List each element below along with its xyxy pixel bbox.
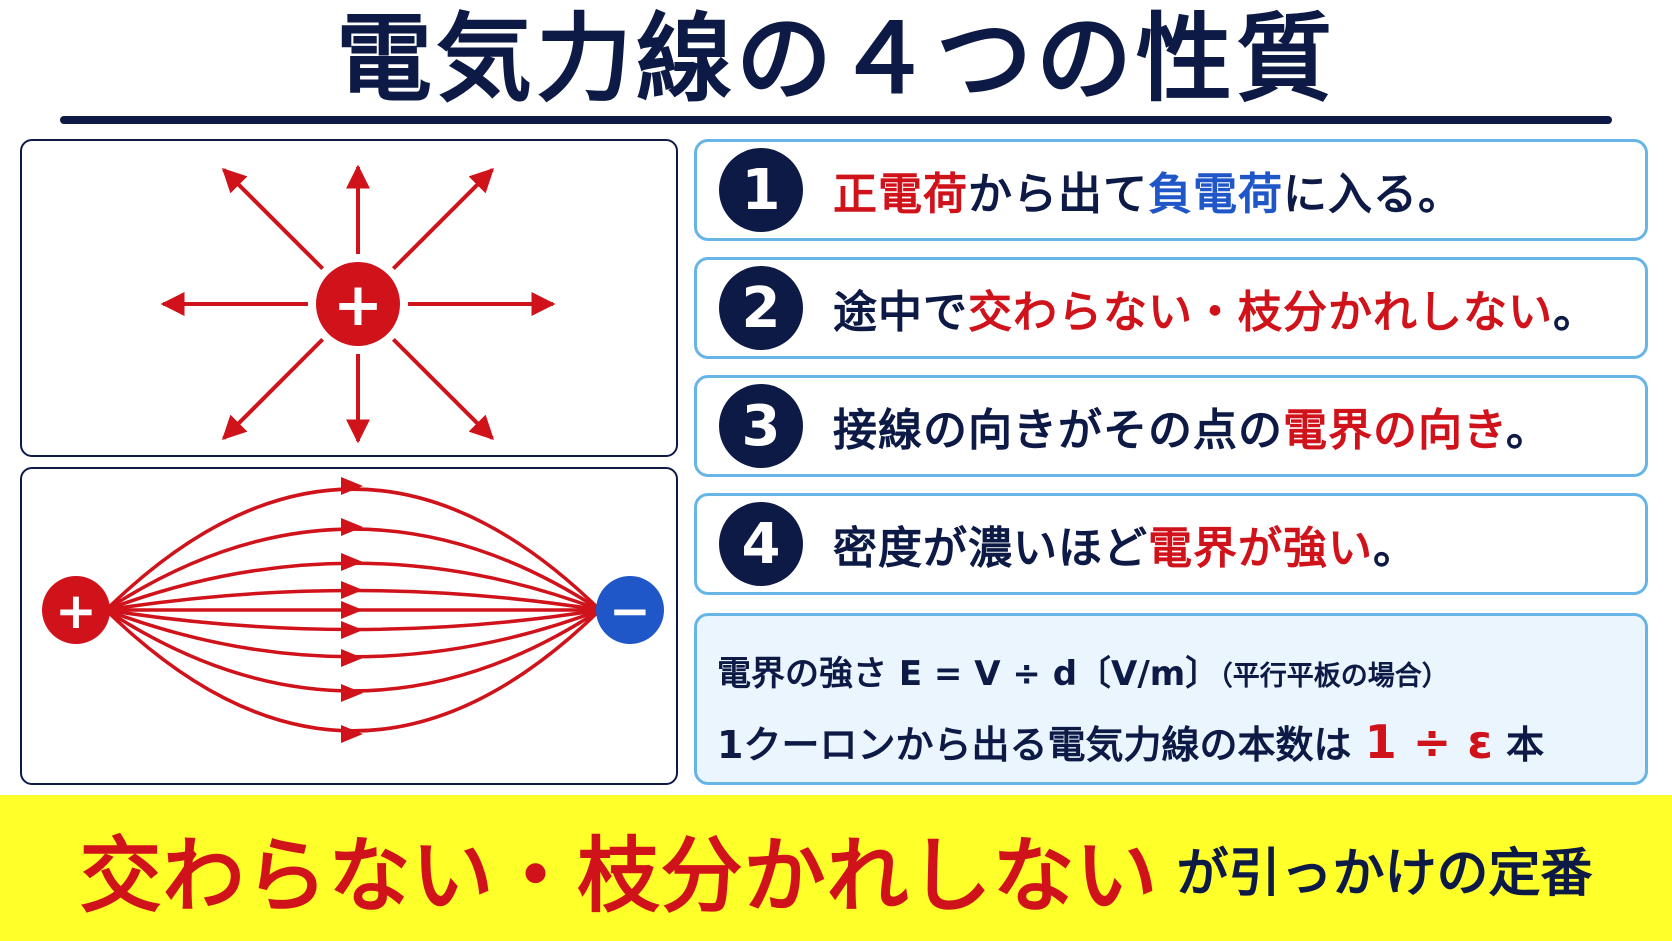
formula-text: 1クーロンから出る電気力線の本数は [717, 723, 1352, 767]
title-underline [60, 116, 1612, 124]
property-card-4: 4 密度が濃いほど電界が強い。 [694, 493, 1648, 595]
dipole-field-arrow [341, 477, 363, 495]
property-text: 接線の向きがその点の電界の向き。 [833, 394, 1551, 458]
formula-value: 1 ÷ ε [1364, 715, 1493, 769]
property-text-part: 電界が強い [1148, 523, 1373, 574]
property-text: 正電荷から出て負電荷に入る。 [833, 158, 1463, 222]
formula-note: （平行平板の場合） [1219, 661, 1449, 692]
property-number-badge: 3 [719, 384, 803, 468]
formula-box: 電界の強さ E = V ÷ d〔V/m〕（平行平板の場合） 1クーロンから出る電… [694, 613, 1648, 785]
property-number-badge: 4 [719, 502, 803, 586]
formula-text: 電界の強さ E = V ÷ d〔V/m〕 [717, 654, 1220, 694]
dipole-field-arrow [341, 725, 363, 743]
formula-unit: 本 [1506, 723, 1545, 767]
field-strength-formula: 電界の強さ E = V ÷ d〔V/m〕（平行平板の場合） [717, 646, 1449, 695]
radial-field-line [391, 167, 495, 271]
dipole-field-arrow [341, 581, 363, 599]
dipole-negative-charge-icon [596, 576, 664, 644]
positive-charge-symbol: + [333, 270, 383, 340]
property-text-part: 。 [1553, 287, 1598, 338]
dipole-positive-symbol: + [55, 582, 97, 640]
radial-field-line [221, 167, 325, 271]
banner-sub-text: が引っかけの定番 [1176, 843, 1593, 904]
dipole-field-line [105, 608, 601, 693]
dipole-field-line [105, 527, 601, 612]
property-text-part: 電界の向き [1283, 405, 1506, 456]
banner-main-text: 交わらない・枝分かれしない [79, 828, 1159, 924]
radial-field-line [221, 337, 325, 441]
page-title: 電気力線の４つの性質 [336, 3, 1336, 115]
property-number-badge: 2 [719, 266, 803, 350]
property-text-part: 途中で [833, 287, 968, 338]
dipole-field-arrow [341, 553, 363, 571]
dipole-field-arrow [341, 684, 363, 702]
dipole-field-arrow [341, 518, 363, 536]
property-text: 密度が濃いほど電界が強い。 [833, 512, 1418, 576]
property-text-part: 。 [1373, 523, 1418, 574]
property-text-part: に入る。 [1283, 169, 1463, 220]
property-text: 途中で交わらない・枝分かれしない。 [833, 276, 1598, 340]
bottom-banner: 交わらない・枝分かれしない が引っかけの定番 [0, 795, 1672, 941]
property-text-part: 。 [1505, 405, 1551, 456]
property-text-part: 交わらない・枝分かれしない [968, 287, 1553, 338]
positive-charge-icon [316, 262, 400, 346]
radial-field-lines [160, 164, 556, 444]
dipole-field-arrow [341, 621, 363, 639]
dipole-field-diagram: + − [20, 467, 678, 785]
property-text-part: 正電荷 [833, 169, 968, 220]
dipole-field-arrows [341, 477, 363, 743]
dipole-field-arrow [341, 649, 363, 667]
property-text-part: 負電荷 [1148, 169, 1283, 220]
property-number-badge: 1 [719, 148, 803, 232]
radial-field-diagram: + [20, 139, 678, 457]
property-text-part: から出て [968, 169, 1148, 220]
property-text-part: 接線の向きがその点の [833, 405, 1283, 456]
property-card-3: 3 接線の向きがその点の電界の向き。 [694, 375, 1648, 477]
property-card-1: 1 正電荷から出て負電荷に入る。 [694, 139, 1648, 241]
property-text-part: 密度が濃いほど [833, 523, 1148, 574]
radial-field-line [391, 337, 495, 441]
property-card-2: 2 途中で交わらない・枝分かれしない。 [694, 257, 1648, 359]
field-line-count-formula: 1クーロンから出る電気力線の本数は 1 ÷ ε 本 [717, 714, 1544, 769]
dipole-negative-symbol: − [609, 582, 651, 640]
dipole-field-arrow [341, 601, 363, 619]
dipole-positive-charge-icon [42, 576, 110, 644]
